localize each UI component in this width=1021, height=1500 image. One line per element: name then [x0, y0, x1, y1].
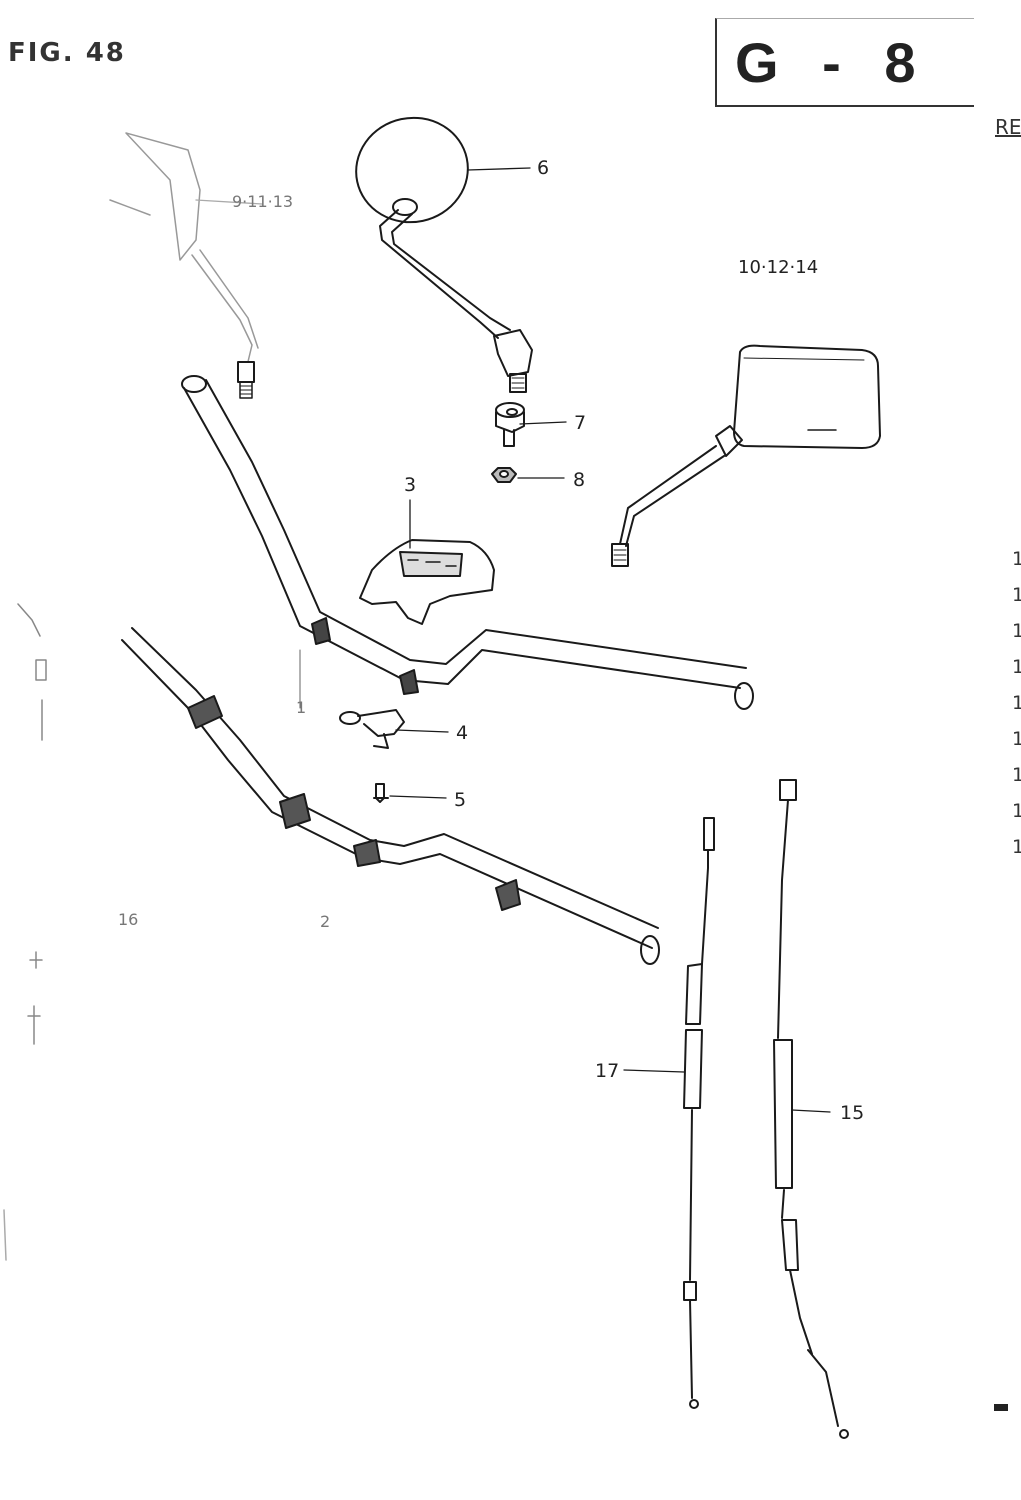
- callout-7: 7: [574, 412, 587, 434]
- callout-4: 4: [456, 722, 469, 744]
- clip-screw: [373, 783, 389, 803]
- throttle-cable: [683, 817, 715, 1409]
- callout-5: 5: [454, 789, 467, 811]
- handlebar-clamp: [359, 539, 495, 625]
- handlebar: [181, 375, 754, 710]
- callout-3: 3: [404, 474, 417, 496]
- adaptor-nut: [491, 467, 517, 483]
- margin-number: 1: [1012, 584, 1021, 606]
- section-code-box: [715, 18, 974, 107]
- clutch-cable: [773, 779, 849, 1439]
- handlebar-balancer: [121, 627, 660, 965]
- callout-8: 8: [573, 469, 586, 491]
- left-margin-fragments: [3, 603, 47, 1261]
- callout-15: 15: [840, 1102, 865, 1124]
- margin-number: 1: [1012, 800, 1021, 822]
- margin-number: 1: [1012, 692, 1021, 714]
- mirror-adaptor: [495, 402, 525, 447]
- callout-1: 1: [296, 698, 307, 717]
- margin-number: 1: [1012, 656, 1021, 678]
- leader-lines: [195, 167, 831, 1113]
- round-rear-view-mirror: [355, 116, 533, 393]
- margin-heading: RE: [995, 115, 1021, 139]
- margin-number: 1: [1012, 836, 1021, 858]
- callout-6: 6: [537, 157, 550, 179]
- square-rear-view-mirror: [611, 344, 881, 567]
- left-mirror-stud: [237, 361, 255, 399]
- margin-number: 1: [1012, 728, 1021, 750]
- callout-16: 16: [118, 910, 139, 929]
- left-rear-view-mirror: [109, 132, 259, 371]
- callout-2: 2: [320, 912, 331, 931]
- callout-9-11-13: 9·11·13: [232, 192, 294, 211]
- margin-number: 1: [1012, 548, 1021, 570]
- wiring-clip: [339, 709, 405, 749]
- section-code: G - 8: [735, 31, 930, 94]
- margin-number: 1: [1012, 620, 1021, 642]
- callout-10-12-14: 10·12·14: [738, 257, 819, 278]
- margin-mark: [994, 1404, 1008, 1411]
- figure-label: FIG. 48: [8, 38, 126, 68]
- callout-17: 17: [595, 1060, 620, 1082]
- margin-number: 1: [1012, 764, 1021, 786]
